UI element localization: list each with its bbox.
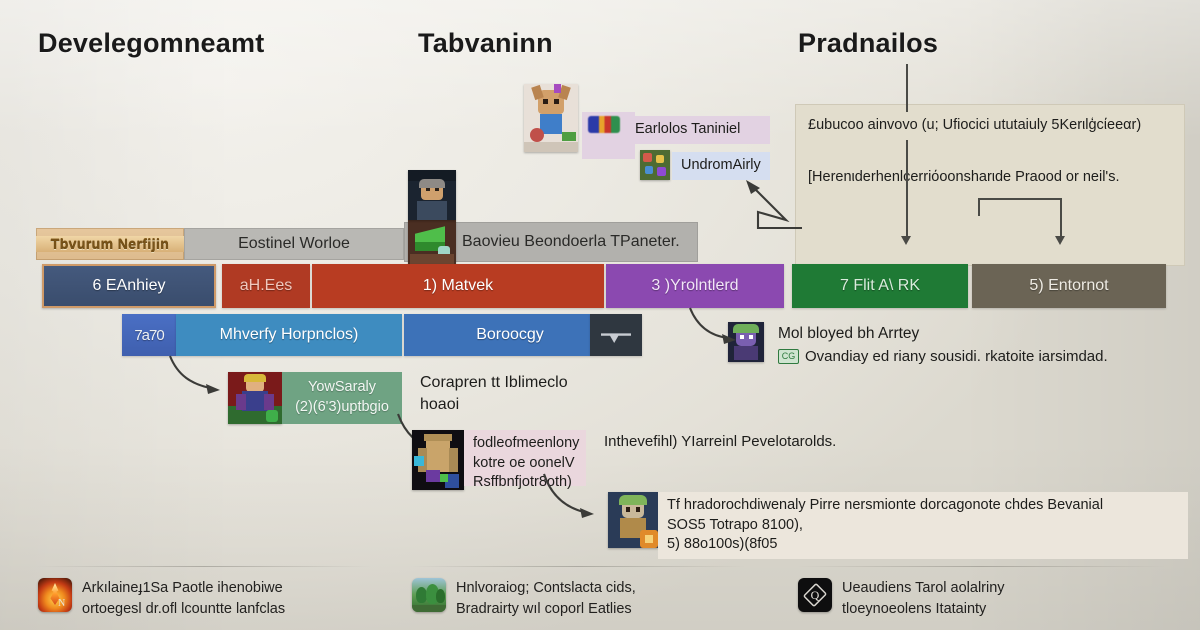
bar-mhverfy[interactable]: Mhverfy Horpnclos) xyxy=(176,314,402,356)
column-heading-pradnailos: Pradnailos xyxy=(798,28,939,58)
connector-bracket-left xyxy=(978,198,980,216)
note-fodleofmeenlony: fodleofmeenlony kotre oe oonelV Rsffbnfj… xyxy=(464,430,586,490)
info-panel: £ubucoo ainvovo (u; Ufiocici ututaiuly 5… xyxy=(795,104,1185,266)
bar-ahees-label: aH.Ees xyxy=(239,277,293,294)
tile-gems[interactable] xyxy=(640,150,670,180)
note-undromairly: UndromAirly xyxy=(672,152,770,180)
note-inthevefihl-text: Inthevefihl) YIarreinl Pevelotarolds. xyxy=(604,433,837,450)
note-earlolos-label-wrap: Earlolos Taniniel xyxy=(626,116,770,144)
bar-dark-chip[interactable] xyxy=(590,314,642,356)
arrowhead-brown xyxy=(1055,236,1065,245)
bar-matvek-label: 1) Matvek xyxy=(422,277,494,294)
tile-portrait[interactable] xyxy=(408,170,456,220)
note-inthevefihl: Inthevefihl) YIarreinl Pevelotarolds. xyxy=(594,430,836,452)
bar-flit-ark-label: 7 Flit A\ RK xyxy=(839,277,921,294)
info-panel-paragraph-1: £ubucoo ainvovo (u; Ufiocici ututaiuly 5… xyxy=(808,117,1142,133)
note-corapren: Corapren tt Iblimeclo hoaoi xyxy=(410,370,568,415)
bar-holntlerd-label: 3 )Yrolntlerd xyxy=(651,277,739,294)
footer-item-emblem-text: Ueaudiens Tarol aolalriny tloeynoeolens … xyxy=(842,580,1005,617)
tile-green-hair-character[interactable] xyxy=(608,492,658,548)
bar-costinel-worlds[interactable]: Eostinel Worloe xyxy=(184,228,404,260)
footer-divider-1 xyxy=(36,566,372,568)
tile-purple-creature[interactable] xyxy=(728,322,764,362)
flame-icon: N xyxy=(38,578,72,612)
bar-matvek[interactable]: 1) Matvek xyxy=(312,264,604,308)
mountain-icon: 7a70 xyxy=(134,326,164,344)
bar-banhiey-label: 6 EAnhiey xyxy=(92,277,166,294)
emblem-icon: Q xyxy=(798,578,832,612)
connector-heading-to-panel xyxy=(906,64,908,112)
note-yowsaraly-label: YowSaraly (2)(6'3)uptbgio xyxy=(282,372,402,424)
footer-item-flame[interactable]: N Arkılaineɟ1Sa Paotle ihenobiwe ortoege… xyxy=(38,578,285,619)
brand-swatch-icon xyxy=(588,116,620,133)
column-heading-tabvaninn: Tabvaninn xyxy=(418,28,553,58)
game-logo-text: Tbvurum Nerfijin xyxy=(36,236,184,252)
note-mol-bloyed-title: Mol bloyed bh Arrtey xyxy=(778,325,920,342)
bar-icon-tile[interactable]: 7a70 xyxy=(122,314,176,356)
footer-item-forest-text: Hnlvoraiog; Contslacta cids, Bradrairty … xyxy=(456,580,636,617)
connector-bracket-top xyxy=(978,198,1062,200)
connector-bluebar-to-yowsaraly xyxy=(169,355,220,394)
connector-panel-to-green xyxy=(906,140,908,238)
bar-entornot[interactable]: 5) Entornot xyxy=(972,264,1166,308)
note-mol-bloyed-sub: Ovandiay ed riany sousidi. rkatoite iars… xyxy=(805,347,1108,365)
footer-divider-2 xyxy=(410,566,746,568)
bar-entornot-label: 5) Entornot xyxy=(1029,277,1109,294)
bar-boroocgy-label: Boroocgy xyxy=(476,326,544,343)
footer-item-flame-text: Arkılaineɟ1Sa Paotle ihenobiwe ortoegesl… xyxy=(82,580,286,617)
footer-divider-3 xyxy=(796,566,1166,568)
bar-ahees[interactable]: aH.Ees xyxy=(222,264,310,308)
footer-item-emblem[interactable]: Q Ueaudiens Tarol aolalriny tloeynoeolen… xyxy=(798,578,1005,619)
note-tf-hradorochdimenaly-text: Tf hradorochdiwenaly Pirre nersmionte do… xyxy=(658,492,1188,559)
bar-boroocgy[interactable]: Boroocgy xyxy=(404,314,590,356)
note-tf-hradorochdimenaly: Tf hradorochdiwenaly Pirre nersmionte do… xyxy=(658,492,1188,559)
tile-character-fox[interactable] xyxy=(524,84,578,152)
bar-flit-ark[interactable]: 7 Flit A\ RK xyxy=(792,264,968,308)
connector-panel-to-brown xyxy=(1060,198,1062,238)
note-undromairly-label: UndromAirly xyxy=(672,152,770,180)
info-panel-paragraph-2: [Herenιderhenlcerriόoonsharιde Praood or… xyxy=(808,169,1120,185)
column-heading-development: Develegomneamt xyxy=(38,28,265,58)
game-logo-container[interactable]: Tbvurum Nerfijin xyxy=(36,228,184,260)
forest-icon xyxy=(412,578,446,612)
arrowhead-green xyxy=(901,236,911,245)
note-mol-bloyed: Mol bloyed bh Arrtey CG Ovandiay ed rian… xyxy=(768,322,1188,367)
bar-mhverfy-label: Mhverfy Horpnclos) xyxy=(219,326,359,343)
bar-boovieu-deondoerla-label: Baovieu Beondoerla TPaneter. xyxy=(462,233,680,250)
footer-item-forest[interactable]: Hnlvoraiog; Contslacta cids, Bradrairty … xyxy=(412,578,636,619)
bar-holntlerd[interactable]: 3 )Yrolntlerd xyxy=(606,264,784,308)
tile-green-block[interactable] xyxy=(408,220,456,264)
badge-icon: CG xyxy=(778,348,799,364)
wave-glyph-icon xyxy=(601,333,631,343)
note-yowsaraly: YowSaraly (2)(6'3)uptbgio xyxy=(282,372,402,424)
tile-castle[interactable] xyxy=(412,430,464,490)
note-earlolos-label: Earlolos Taniniel xyxy=(626,116,770,144)
note-fodleofmeenlony-text: fodleofmeenlony kotre oe oonelV Rsffbnfj… xyxy=(464,430,586,490)
bar-banhiey[interactable]: 6 EAnhiey xyxy=(42,264,216,308)
bar-costinel-worlds-label: Eostinel Worloe xyxy=(238,235,350,252)
note-corapren-text: Corapren tt Iblimeclo hoaoi xyxy=(420,374,568,413)
tile-hero-character[interactable] xyxy=(228,372,282,424)
